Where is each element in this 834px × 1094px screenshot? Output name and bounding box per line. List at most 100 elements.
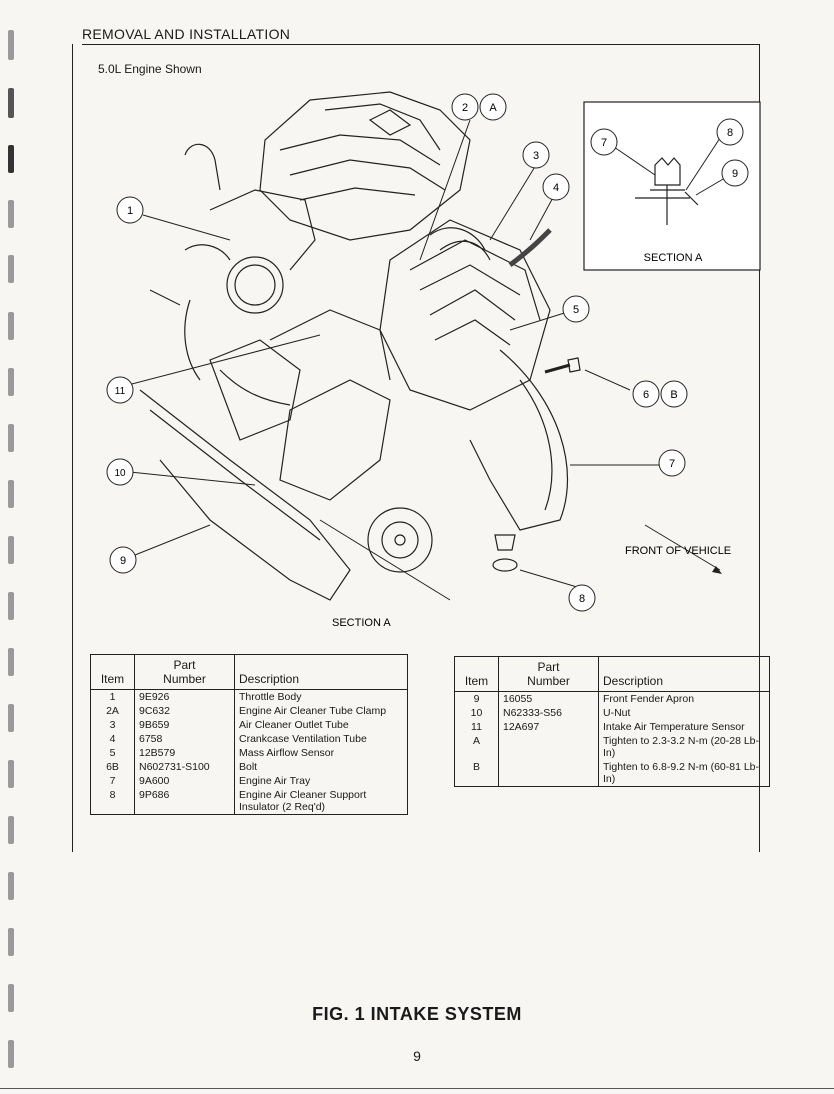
cell-part: 12B579 [134, 746, 235, 760]
callout-3-label: 3 [533, 150, 539, 162]
callout-5-label: 5 [573, 304, 579, 316]
binder-mark [8, 704, 14, 732]
section-a-label: SECTION A [332, 617, 391, 629]
callout-11: 11 [106, 376, 134, 404]
cell-item: 5 [90, 746, 135, 760]
cell-desc: Crankcase Ventilation Tube [234, 732, 408, 746]
cell-part: 9P686 [134, 788, 235, 815]
cell-item: 6B [90, 760, 135, 774]
binder-mark [8, 1040, 14, 1068]
callout-11-label: 11 [115, 386, 126, 397]
cell-item: 4 [90, 732, 135, 746]
callout-8-label: 8 [579, 593, 585, 605]
binder-mark [8, 480, 14, 508]
binder-mark [8, 536, 14, 564]
callout-1-label: 1 [127, 205, 133, 217]
cell-desc: Throttle Body [234, 689, 408, 704]
binder-mark [8, 760, 14, 788]
cell-desc: Engine Air Cleaner Support Insulator (2 … [234, 788, 408, 815]
callout-8: 8 [568, 584, 596, 612]
cell-part: 16055 [498, 691, 599, 706]
inset-section-a-label: SECTION A [644, 252, 703, 264]
binder-mark [8, 368, 14, 396]
binder-mark [8, 872, 14, 900]
front-of-vehicle-label: FRONT OF VEHICLE [625, 545, 731, 557]
frame-left-rule [72, 44, 73, 852]
cell-part: 9E926 [134, 689, 235, 704]
cell-part: 9C632 [134, 704, 235, 718]
front-arrow-icon [712, 566, 722, 574]
header-rule [82, 44, 760, 45]
cell-item: 3 [90, 718, 135, 732]
callout-a: A [479, 93, 507, 121]
cell-part: 9A600 [134, 774, 235, 788]
cell-part: 9B659 [134, 718, 235, 732]
inset-fastener-drawing [635, 157, 699, 225]
binder-mark [8, 30, 14, 60]
callout-6-label: 6 [643, 389, 649, 401]
cell-desc: Tighten to 2.3-3.2 N-m (20-28 Lb-In) [598, 734, 770, 760]
callout-6: 6 [632, 380, 660, 408]
callout-2-label: 2 [462, 102, 468, 114]
inset-callout-8-label: 8 [727, 127, 733, 139]
callout-b-label: B [670, 389, 677, 401]
inset-callout-7-label: 7 [601, 137, 607, 149]
binder-mark [8, 648, 14, 676]
col-item: Item [454, 656, 499, 692]
cell-desc: Front Fender Apron [598, 691, 770, 706]
cell-item: 10 [454, 706, 499, 720]
leader-lines [127, 119, 721, 601]
callout-9-label: 9 [120, 555, 126, 567]
cell-desc: Tighten to 6.8-9.2 N-m (60-81 Lb-In) [598, 760, 770, 787]
cell-item: 9 [454, 691, 499, 706]
cell-item: 7 [90, 774, 135, 788]
callout-7: 7 [658, 449, 686, 477]
cell-part: N602731-S100 [134, 760, 235, 774]
intake-system-diagram: 1 2 A 3 4 5 6 B 7 8 9 10 11 SECTION A FR… [106, 91, 761, 629]
cell-desc: U-Nut [598, 706, 770, 720]
engine-note: 5.0L Engine Shown [98, 62, 202, 76]
page-number: 9 [413, 1048, 421, 1064]
callout-3: 3 [522, 141, 550, 169]
inset-callout-9 [721, 159, 749, 187]
cell-item: 8 [90, 788, 135, 815]
binder-mark [8, 984, 14, 1012]
col-description: Description [598, 656, 770, 692]
cell-item: 1 [90, 689, 135, 704]
cell-desc: Air Cleaner Outlet Tube [234, 718, 408, 732]
cell-part [498, 760, 599, 787]
col-description: Description [234, 654, 408, 690]
binder-mark [8, 145, 14, 173]
cell-item: 11 [454, 720, 499, 734]
binder-mark [8, 592, 14, 620]
inset-callout-8 [716, 118, 744, 146]
cell-part [498, 734, 599, 760]
table-row: A Tighten to 2.3-3.2 N-m (20-28 Lb-In) [454, 734, 770, 760]
binder-mark [8, 816, 14, 844]
engine-illustration [139, 91, 581, 601]
inset-callout-9-label: 9 [732, 168, 738, 180]
section-a-inset: 7 8 9 SECTION A [583, 101, 761, 271]
cell-desc: Bolt [234, 760, 408, 774]
callout-10: 10 [106, 458, 134, 486]
cell-desc: Intake Air Temperature Sensor [598, 720, 770, 734]
cell-item: 2A [90, 704, 135, 718]
binder-mark [8, 88, 14, 118]
cell-item: A [454, 734, 499, 760]
callout-b: B [660, 380, 688, 408]
callout-a-label: A [489, 102, 497, 114]
